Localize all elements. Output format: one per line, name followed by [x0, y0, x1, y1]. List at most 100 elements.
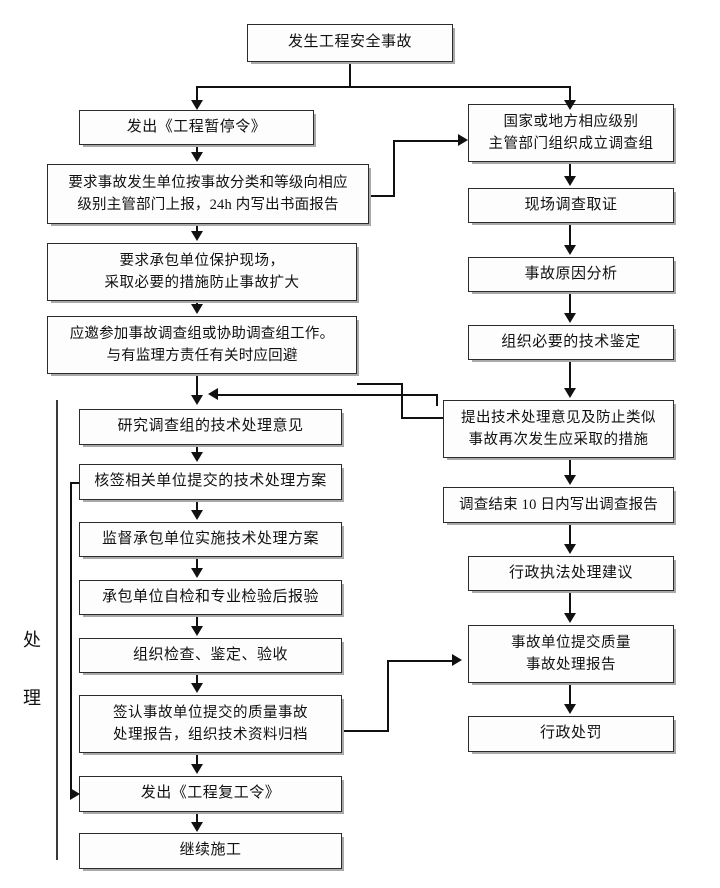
- arrow-n2-to-r1: [458, 134, 468, 146]
- arrow-r6-r7: [564, 544, 576, 554]
- node-right-cause-analysis-label: 事故原因分析: [524, 265, 618, 282]
- node-left-sign-report-archive-label: 签认事故单位提交的质量事故 处理报告，组织技术资料归档: [113, 704, 308, 743]
- arrow-to-right-column: [564, 100, 576, 110]
- connector-n4-to-right-seg2: [401, 383, 403, 419]
- connector-l7-l8: [196, 557, 198, 569]
- node-right-investigation-report-label: 调查结束 10 日内写出调查报告: [459, 496, 658, 513]
- node-left-self-inspection-label: 承包单位自检和专业检验后报验: [101, 588, 319, 605]
- arrow-l3-l4: [191, 304, 203, 314]
- side-label-processing: 处 理: [21, 630, 41, 716]
- arrow-r8-r9: [564, 704, 576, 714]
- node-left-organize-acceptance[interactable]: 组织检查、鉴定、验收: [79, 638, 342, 673]
- lane-divider: [56, 400, 58, 860]
- connector-n2-to-r1-seg2: [393, 140, 395, 197]
- node-right-administrative-penalty-label: 行政处罚: [539, 725, 602, 742]
- node-right-submit-quality-report-label: 事故单位提交质量 事故处理报告: [511, 634, 631, 673]
- node-left-join-investigation-label: 应邀参加事故调查组或协助调查组工作。 与有监理方责任有关时应回避: [69, 325, 335, 364]
- node-right-prevention-measures-label: 提出技术处理意见及防止类似 事故再次发生应采取的措施: [461, 409, 656, 448]
- arrow-l2-l3: [191, 231, 203, 241]
- connector-n10-to-r8-seg1: [342, 730, 389, 732]
- connector-loop-seg1: [70, 482, 81, 484]
- node-right-site-evidence[interactable]: 现场调查取证: [468, 188, 674, 223]
- connector-split-right: [569, 86, 571, 102]
- arrow-r3-r4: [564, 313, 576, 323]
- node-left-resume-order-label: 发出《工程复工令》: [140, 785, 281, 802]
- arrow-r1-r2: [564, 176, 576, 186]
- arrow-l5-l6: [191, 452, 203, 462]
- node-left-protect-site-label: 要求承包单位保护现场， 采取必要的措施防止事故扩大: [104, 252, 300, 291]
- connector-l6-l7: [196, 500, 198, 512]
- connector-r2-r3: [569, 223, 571, 245]
- node-right-form-investigation-group-label: 国家或地方相应级别 主管部门组织成立调查组: [488, 113, 654, 152]
- connector-r3-r4: [569, 292, 571, 313]
- connector-l9-l10: [196, 673, 198, 684]
- connector-loop-seg2: [70, 482, 72, 794]
- node-left-suspend-order-label: 发出《工程暂停令》: [126, 118, 267, 135]
- connector-l4-l5: [196, 374, 198, 397]
- node-left-suspend-order[interactable]: 发出《工程暂停令》: [79, 110, 314, 145]
- node-right-investigation-report[interactable]: 调查结束 10 日内写出调查报告: [443, 487, 674, 523]
- node-right-site-evidence-label: 现场调查取证: [524, 196, 618, 213]
- connector-l2-l3: [196, 224, 198, 233]
- node-left-protect-site[interactable]: 要求承包单位保护现场， 采取必要的措施防止事故扩大: [47, 243, 357, 301]
- connector-n10-to-r8-seg2: [387, 660, 389, 732]
- arrow-l1-l2: [191, 152, 203, 162]
- node-right-administrative-penalty[interactable]: 行政处罚: [468, 716, 674, 752]
- connector-r5-r6: [569, 458, 571, 475]
- node-left-continue-construction[interactable]: 继续施工: [79, 833, 342, 869]
- node-right-form-investigation-group[interactable]: 国家或地方相应级别 主管部门组织成立调查组: [468, 104, 674, 162]
- connector-r5-to-n5-seg3: [436, 394, 438, 406]
- node-left-study-opinion[interactable]: 研究调查组的技术处理意见: [79, 409, 342, 445]
- arrow-l4-l5: [191, 395, 203, 405]
- arrow-l10-l11: [191, 764, 203, 774]
- node-right-cause-analysis[interactable]: 事故原因分析: [468, 257, 674, 292]
- arrow-r2-r3: [564, 245, 576, 255]
- arrow-l11-l12: [191, 822, 203, 832]
- arrow-l6-l7: [191, 510, 203, 520]
- arrow-r7-r8: [564, 613, 576, 623]
- node-left-supervise-scheme-label: 监督承包单位实施技术处理方案: [101, 530, 319, 547]
- node-left-sign-scheme[interactable]: 核签相关单位提交的技术处理方案: [79, 464, 342, 500]
- node-left-continue-construction-label: 继续施工: [179, 842, 242, 859]
- arrow-l9-l10: [191, 683, 203, 693]
- connector-n4-to-right-seg3: [401, 417, 443, 419]
- connector-r4-r5: [569, 360, 571, 388]
- connector-start-stem: [349, 62, 351, 86]
- arrow-l8-l9: [191, 626, 203, 636]
- node-left-supervise-scheme[interactable]: 监督承包单位实施技术处理方案: [79, 522, 342, 557]
- node-right-enforcement-suggestion-label: 行政执法处理建议: [508, 564, 633, 581]
- node-right-submit-quality-report[interactable]: 事故单位提交质量 事故处理报告: [468, 625, 674, 683]
- connector-l1-l2: [196, 145, 198, 154]
- arrow-l7-l8: [191, 568, 203, 578]
- connector-n10-to-r8-seg3: [387, 660, 455, 662]
- connector-l8-l9: [196, 615, 198, 627]
- node-start[interactable]: 发生工程安全事故: [247, 24, 453, 62]
- connector-r8-r9: [569, 683, 571, 704]
- connector-l11-l12: [196, 812, 198, 823]
- arrow-n10-to-r8: [452, 654, 462, 666]
- node-left-report-to-authority[interactable]: 要求事故发生单位按事故分类和等级向相应 级别主管部门上报，24h 内写出书面报告: [47, 164, 369, 224]
- node-right-technical-appraisal[interactable]: 组织必要的技术鉴定: [468, 325, 674, 360]
- arrow-loop-to-n11: [70, 788, 80, 800]
- connector-split-left: [196, 86, 198, 102]
- node-right-technical-appraisal-label: 组织必要的技术鉴定: [501, 333, 641, 350]
- node-left-self-inspection[interactable]: 承包单位自检和专业检验后报验: [79, 580, 342, 615]
- node-left-resume-order[interactable]: 发出《工程复工令》: [79, 776, 342, 812]
- connector-n2-to-r1-seg3: [393, 140, 461, 142]
- node-left-organize-acceptance-label: 组织检查、鉴定、验收: [132, 646, 288, 663]
- connector-l5-l6: [196, 445, 198, 454]
- node-right-enforcement-suggestion[interactable]: 行政执法处理建议: [468, 556, 674, 591]
- node-left-report-to-authority-label: 要求事故发生单位按事故分类和等级向相应 级别主管部门上报，24h 内写出书面报告: [68, 174, 348, 213]
- node-left-sign-report-archive[interactable]: 签认事故单位提交的质量事故 处理报告，组织技术资料归档: [79, 695, 342, 753]
- node-left-sign-scheme-label: 核签相关单位提交的技术处理方案: [94, 473, 327, 490]
- connector-l10-l11: [196, 753, 198, 765]
- connector-r7-r8: [569, 591, 571, 613]
- connector-l3-l4: [196, 301, 198, 306]
- arrow-r4-r5: [564, 388, 576, 398]
- arrow-to-left-column: [191, 100, 203, 110]
- connector-r5-to-n5-seg2: [216, 394, 438, 396]
- arrow-r5-to-n5: [208, 388, 218, 400]
- node-right-prevention-measures[interactable]: 提出技术处理意见及防止类似 事故再次发生应采取的措施: [443, 400, 674, 458]
- node-left-join-investigation[interactable]: 应邀参加事故调查组或协助调查组工作。 与有监理方责任有关时应回避: [47, 316, 357, 374]
